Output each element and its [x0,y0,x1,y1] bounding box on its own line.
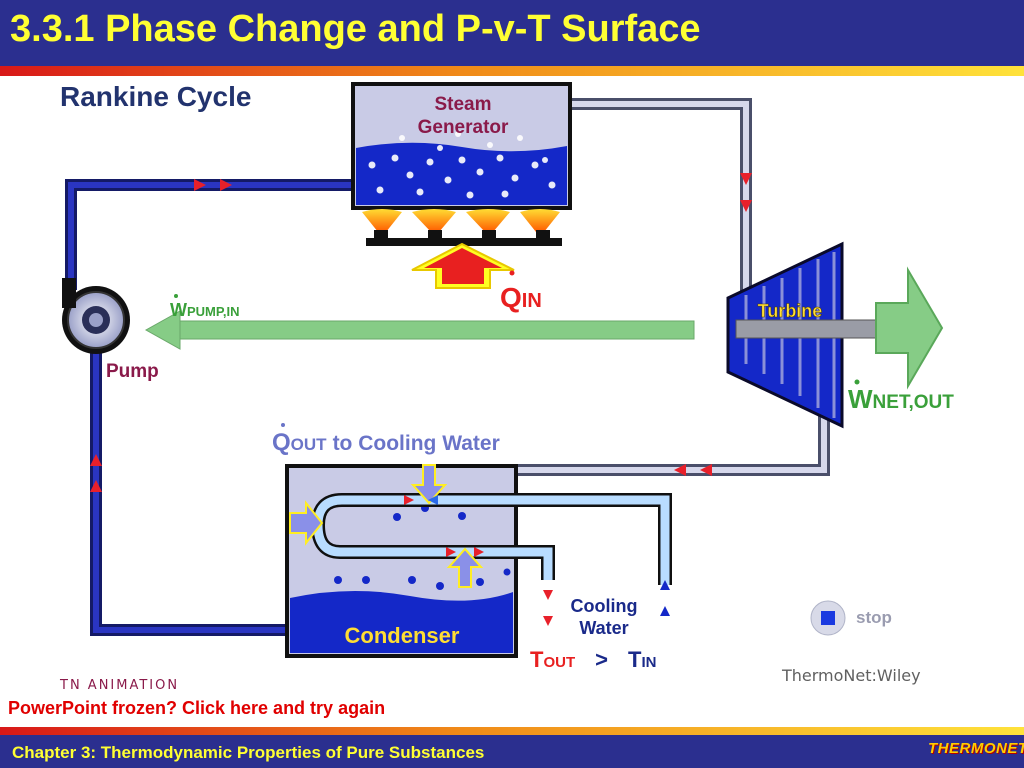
q-in-label: QIN [500,282,542,313]
footer-chapter-title: Chapter 3: Thermodynamic Properties of P… [12,743,485,762]
footer-divider [0,727,1024,735]
flow-direction-arrows [90,173,752,492]
steam-generator: Steam Generator [351,82,572,210]
stop-label[interactable]: stop [856,608,892,627]
pump-work-arrow [144,310,695,350]
turbine-label: Turbine [758,301,823,321]
w-pump-dot [174,294,178,298]
title-divider [0,66,1024,76]
heat-in-arrow [411,242,515,289]
pump-label: Pump [106,361,159,382]
slide-title: 3.3.1 Phase Change and P-v-T Surface [10,8,701,50]
pump [62,278,130,354]
temperature-comparison: TOUT>TIN [530,647,656,672]
steam-generator-label-line2: Generator [418,117,509,138]
work-out-arrow [875,266,944,390]
burner-flames [362,209,562,246]
rankine-cycle-diagram: Rankine Cycle [59,81,954,693]
powerpoint-frozen-link[interactable]: PowerPoint frozen? Click here and try ag… [8,698,386,718]
tn-animation-credit: TN ANIMATION [59,678,179,693]
w-net-dot [854,379,860,385]
footer-bar [0,735,1024,768]
diagram-heading: Rankine Cycle [60,81,251,112]
cooling-water-label-line2: Water [579,618,628,638]
cooling-water-label-line1: Cooling [571,596,638,616]
steam-pipes [515,98,830,476]
w-net-out-label: WNET,OUT [848,384,954,414]
q-out-dot [281,423,285,427]
title-bar [0,0,1024,66]
w-pump-label: WPUMP,IN [170,300,240,320]
condenser-label: Condenser [345,623,460,648]
steam-generator-label-line1: Steam [434,94,491,115]
liquid-pipes [65,179,354,636]
thermonet-wiley-credit: ThermoNet:Wiley [781,666,921,685]
q-in-dot [509,270,515,276]
stop-button[interactable]: stop [810,600,892,636]
thermonet-logo: THERMONET [928,740,1024,757]
condenser [285,464,672,658]
